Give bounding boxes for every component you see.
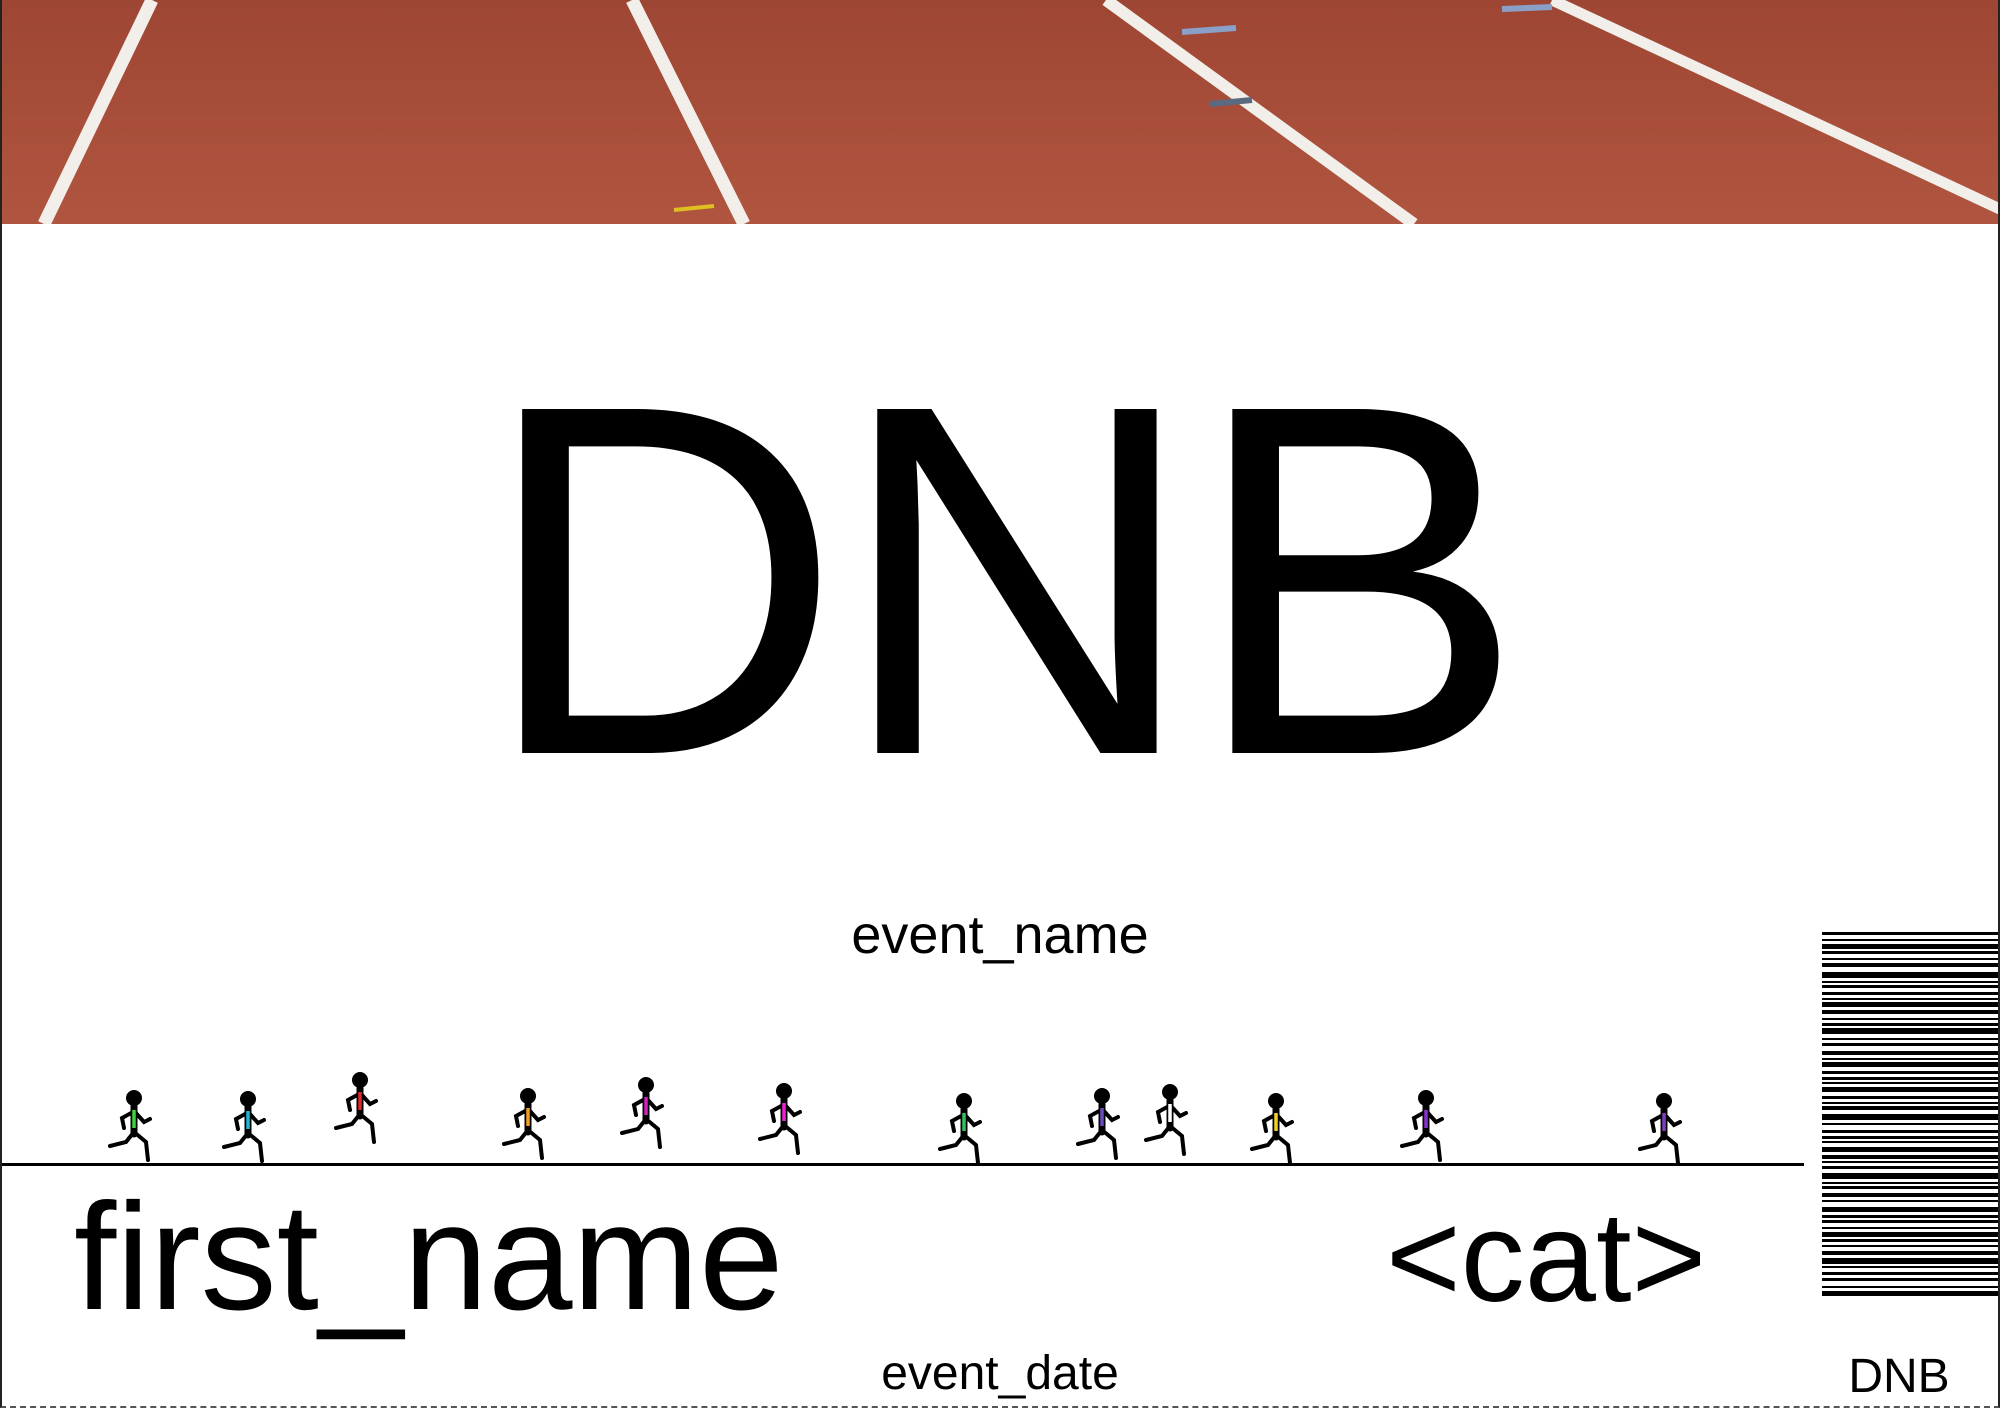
bib-number: DNB (481, 300, 1525, 859)
category-label: <cat> (1386, 1186, 1707, 1329)
running-figure-icon (500, 1086, 552, 1166)
running-figure-icon (618, 1075, 670, 1155)
running-figure-icon (1636, 1091, 1688, 1171)
first-name: first_name (74, 1172, 784, 1342)
running-figure-icon (332, 1070, 384, 1150)
barcode-label: DNB (1848, 1350, 1950, 1403)
running-figure-icon (220, 1089, 272, 1169)
barcode-icon (1822, 932, 1998, 1297)
running-figure-icon (106, 1088, 158, 1168)
running-figure-icon (1074, 1086, 1126, 1166)
running-figure-icon (1248, 1091, 1300, 1171)
event-date: event_date (881, 1347, 1119, 1400)
running-figure-icon (936, 1091, 988, 1171)
event-name: event_name (851, 905, 1149, 965)
running-figure-icon (1142, 1082, 1194, 1162)
running-figure-icon (1398, 1088, 1450, 1168)
name-divider-line (2, 1163, 1804, 1166)
running-figure-icon (756, 1081, 808, 1161)
track-banner-image (2, 0, 1998, 224)
runners-row (2, 1070, 1802, 1170)
